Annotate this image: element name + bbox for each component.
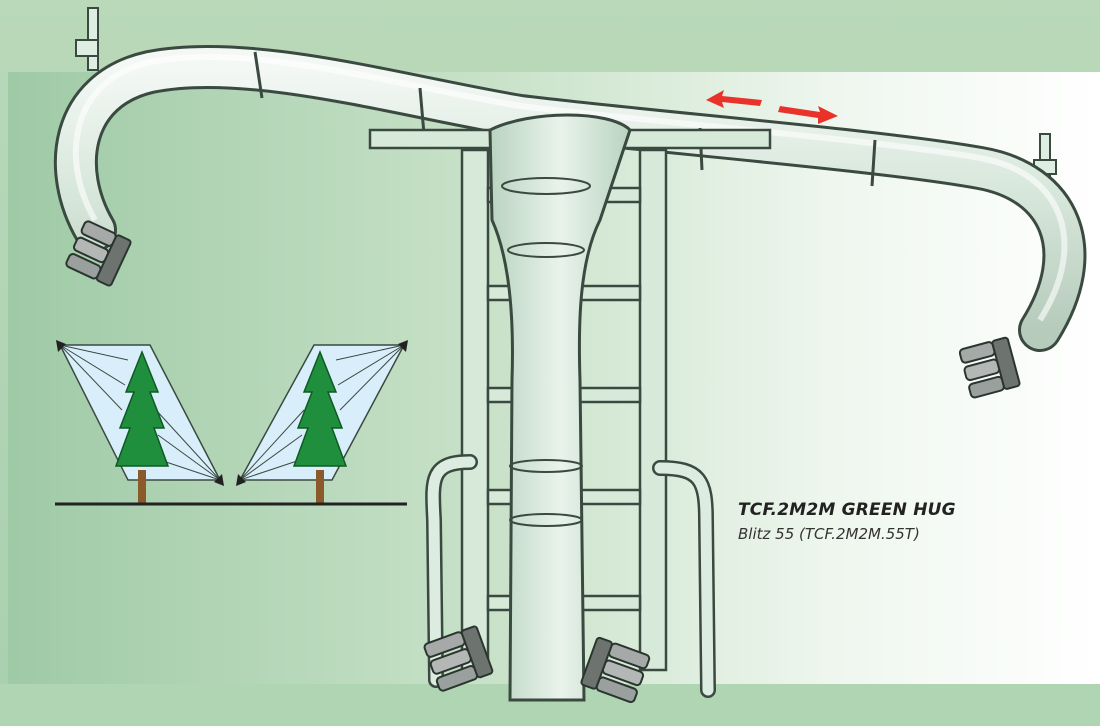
product-title: TCF.2M2M GREEN HUG xyxy=(738,500,956,520)
boom-arm xyxy=(53,44,1087,352)
tree-left-icon xyxy=(114,349,170,504)
central-column xyxy=(488,113,632,702)
nozzle-cluster-right xyxy=(958,336,1021,399)
product-subtitle: Blitz 55 (TCF.2M2M.55T) xyxy=(738,525,920,543)
nozzle-cluster-bottom-left xyxy=(423,625,494,692)
tree-right-icon xyxy=(292,349,348,504)
spray-diagram xyxy=(55,340,408,506)
adjustment-arrows-icon xyxy=(706,90,838,124)
support-frame xyxy=(368,128,772,672)
mounting-rod-left xyxy=(75,7,99,71)
product-caption: TCF.2M2M GREEN HUG Blitz 55 (TCF.2M2M.55… xyxy=(738,500,956,543)
nozzle-cluster-left xyxy=(65,220,132,287)
nozzle-cluster-bottom-right xyxy=(580,636,651,704)
